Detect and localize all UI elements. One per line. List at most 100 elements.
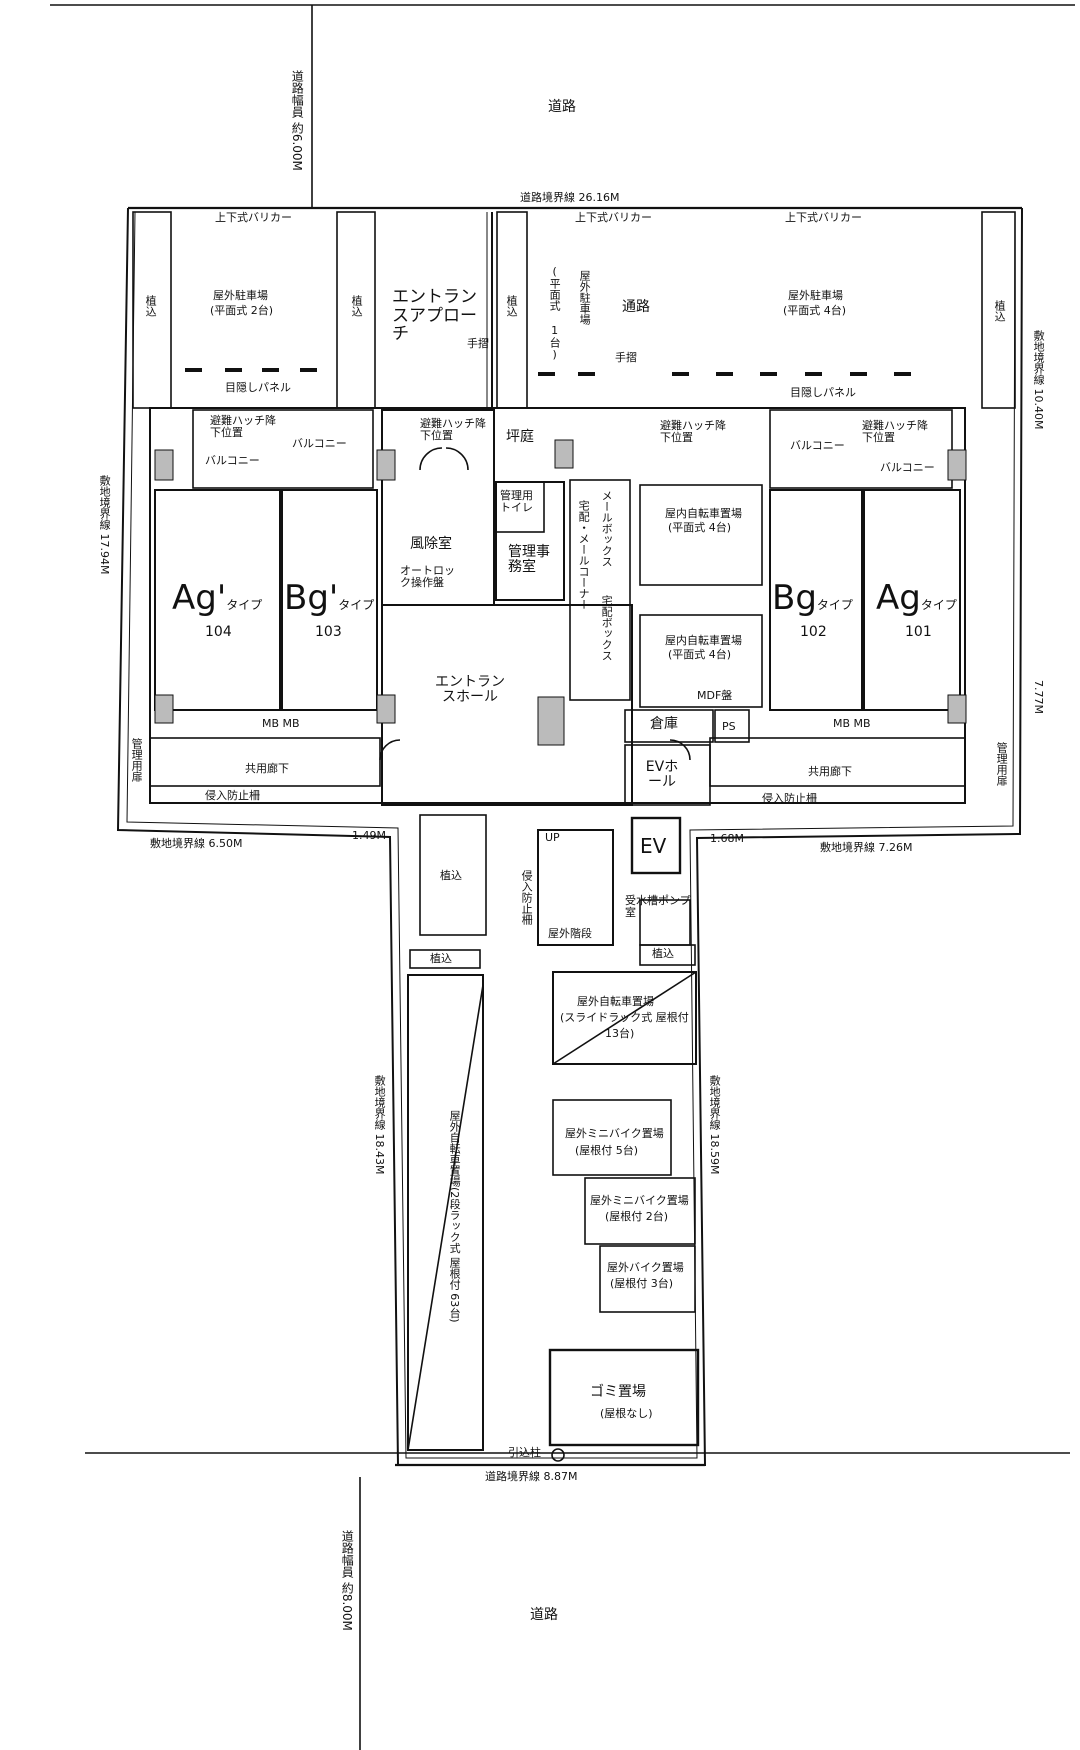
unit-103-no: 103 [315,624,342,640]
hatch-center-label: 避難ハッチ降下位置 [420,417,486,443]
corridor-right-label: 共用廊下 [808,765,852,778]
balcony-left-1-label: バルコニー [205,454,260,467]
minibike-2-spec: (屋根付 2台) [605,1210,669,1223]
unit-102-outline [769,489,863,711]
unit-101-outline [863,489,961,711]
ps-label: PS [722,720,736,733]
parking-left-panel: 目隠しパネル [225,381,291,394]
garbage-title: ゴミ置場 [590,1384,646,1400]
service-pole-circle [551,1448,565,1462]
pump-label: 受水槽ポンプ室 [625,894,691,920]
site-line-right-mid: 7.77M [1032,680,1046,714]
unit-104-outline [154,489,281,711]
intrusion-fence-left: 侵入防止柵 [205,789,260,802]
mail-corner-label: 宅配・メールコーナー [577,500,591,610]
garbage-spec: (屋根なし) [600,1407,653,1420]
mailbox-label: メールボックス [600,490,614,567]
storage-label: 倉庫 [650,716,678,732]
hatch-right-1-label: 避難ハッチ降下位置 [660,419,726,445]
minibike-2-title: 屋外ミニバイク置場 [590,1194,689,1207]
site-line-left-lower: 敷地境界線 18.43M [373,1075,387,1175]
parking-left-title: 屋外駐車場 [213,289,268,302]
planter-right-label: 植込 [993,300,1007,322]
parking-right-panel: 目隠しパネル [790,386,856,399]
parking-stripes [185,368,911,376]
columns [154,439,967,746]
unit-104-type: Ag'タイプ [172,578,263,618]
balcony-right-1-label: バルコニー [790,439,845,452]
passage-label: 通路 [622,299,650,315]
parking-left-spec: (平面式 2台) [210,304,274,317]
site-boundary-inner [126,211,1016,1459]
bike-slide-spec: (スライドラック式 屋根付 [560,1011,689,1024]
site-line-left-upper: 敷地境界線 17.94M [98,475,112,575]
ev-label: EV [640,834,667,858]
corridor-left [149,737,381,787]
bike-indoor-2-spec: (平面式 4台) [668,648,732,661]
balcony-right [769,409,953,489]
service-pole-label: 引込柱 [508,1446,541,1459]
hatch-right-2-label: 避難ハッチ降下位置 [862,419,928,445]
parking-right-spec: (平面式 4台) [783,304,847,317]
mgmt-door-right: 管理用扉 [995,742,1009,786]
mdf-label: MDF盤 [697,689,733,702]
minibike-5-area [552,1099,672,1176]
bike-two-tier-label: 屋外自転車置場(2段ラック式 屋根付 63台) [448,1110,462,1323]
stairs-up-label: UP [545,831,560,844]
mail-corner-area [569,479,631,701]
site-line-right-upper: 敷地境界線 10.40M [1032,330,1046,430]
windbreak-label: 風除室 [410,536,452,552]
autolock-label: オートロック操作盤 [400,564,455,590]
planter-south-3-label: 植込 [652,947,674,960]
parking-center-barrier: 上下式バリカー [575,211,652,224]
delivery-box-label: 宅配ボックス [600,595,614,661]
courtyard-label: 坪庭 [506,429,534,445]
bike-slide-diagonal [552,971,697,1065]
unit-103-type: Bg'タイプ [284,578,375,618]
planter-south-2-label: 植込 [430,952,452,965]
planter-south-2 [409,949,481,969]
unit-101-no: 101 [905,624,932,640]
bike-slide-area [552,971,697,1065]
office-toilet-room [495,481,545,533]
unit-101-type: Agタイプ [876,578,957,618]
storage-room [624,709,714,743]
planter-center-label: 植込 [505,295,519,317]
road-top-width: 道路幅員 約6.00M [290,70,305,171]
site-line-right-small: 1.68M [710,832,744,845]
ps-room [714,709,750,743]
parking-right-title: 屋外駐車場 [788,289,843,302]
road-bottom-width: 道路幅員 約8.00M [340,1530,355,1631]
bike-slide-count: 13台) [605,1027,635,1040]
planter-right [981,211,1016,409]
hall-door-right [669,739,691,761]
planter-south-3 [639,944,696,966]
bike-indoor-2-area [639,614,763,708]
bike-slide-title: 屋外自転車置場 [577,995,654,1008]
outdoor-stairs [537,829,614,946]
office-label: 管理事務室 [508,544,550,576]
planter-left-mid-label: 植込 [350,295,364,317]
handrail-left-label: 手摺 [467,337,489,350]
parking-center-title: 屋外駐車場 [578,270,592,325]
corridor-right [709,737,966,787]
bike-indoor-1-spec: (平面式 4台) [668,521,732,534]
site-line-right-h: 敷地境界線 7.26M [820,841,913,854]
bike-indoor-2-title: 屋内自転車置場 [665,634,742,647]
parking-left-barrier: 上下式バリカー [215,211,292,224]
unit-103-outline [281,489,378,711]
stairs-label: 屋外階段 [548,927,592,940]
motorbike-3-area [599,1245,696,1313]
motorbike-3-spec: (屋根付 3台) [610,1277,674,1290]
motorbike-3-title: 屋外バイク置場 [607,1261,684,1274]
site-line-left-small: 1.49M [352,829,386,842]
mgmt-door-left: 管理用扉 [130,738,144,782]
mb-right-label: MB MB [833,717,871,730]
ev-hall-area [624,744,711,806]
planter-south-1 [419,814,487,936]
unit-104-no: 104 [205,624,232,640]
office-toilet-label: 管理用トイレ [500,489,533,515]
bike-indoor-1-title: 屋内自転車置場 [665,507,742,520]
site-boundary-outer [116,207,1023,1466]
